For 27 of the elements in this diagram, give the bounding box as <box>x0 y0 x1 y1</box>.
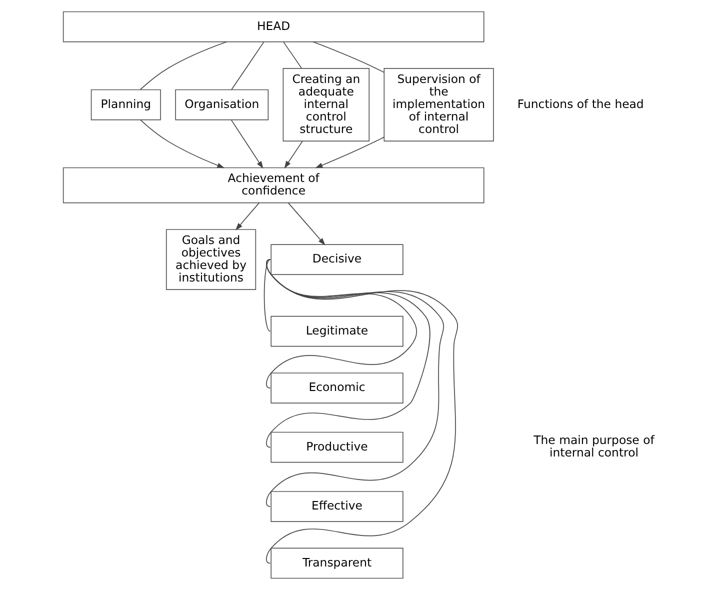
arrow <box>284 140 303 168</box>
node-box: Creating an adequate internal control structure <box>282 68 370 142</box>
node-box: Productive <box>270 432 404 463</box>
node-box: Decisive <box>270 244 404 275</box>
connector <box>266 259 458 564</box>
connector <box>140 41 228 90</box>
node-box: Organisation <box>175 89 269 120</box>
node-box: Planning <box>90 89 161 120</box>
node-box: Goals and objectives achieved by institutions <box>166 229 256 290</box>
arrow <box>230 120 264 169</box>
node-box: HEAD <box>62 11 484 42</box>
arrow <box>140 120 225 168</box>
node-box: Supervision of the implementation of internal control <box>384 68 494 142</box>
node-box: Legitimate <box>270 316 404 347</box>
connector <box>231 42 264 90</box>
arrow <box>235 202 260 230</box>
connector <box>283 42 302 69</box>
label: The main purpose of internal control <box>534 433 654 460</box>
node-box: Transparent <box>270 548 404 579</box>
connector <box>264 259 271 332</box>
arrow <box>315 136 384 168</box>
node-box: Economic <box>270 372 404 404</box>
label: Functions of the head <box>517 96 644 111</box>
connector <box>312 41 384 73</box>
node-box: Effective <box>270 491 404 522</box>
node-box: Achievement of confidence <box>62 167 484 204</box>
arrow <box>288 202 326 246</box>
